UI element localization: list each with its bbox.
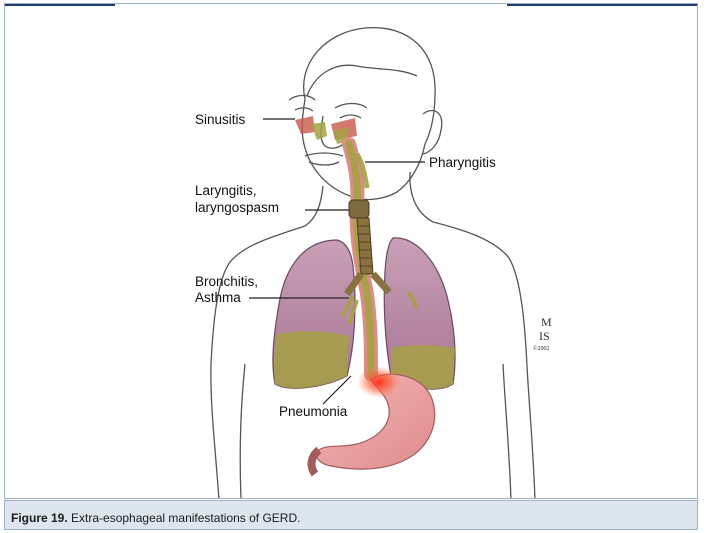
label-pharyngitis: Pharyngitis <box>429 155 496 171</box>
svg-text:©2002: ©2002 <box>533 345 550 352</box>
caption-text: Extra-esophageal manifestations of GERD. <box>68 511 301 525</box>
svg-text:M: M <box>541 315 552 329</box>
label-sinusitis: Sinusitis <box>195 112 245 128</box>
label-pneumonia: Pneumonia <box>279 404 347 420</box>
label-bronchitis: Bronchitis, <box>195 274 258 290</box>
body-outline <box>211 28 535 499</box>
label-asthma: Asthma <box>195 290 241 306</box>
label-laryngospasm: laryngospasm <box>195 200 279 216</box>
reflux-inflammation <box>357 366 401 398</box>
artist-signature: M IS ©2002 <box>533 315 552 352</box>
figure-frame: M IS ©2002 Sinusitis Pharyngitis Laryngi… <box>4 3 698 499</box>
caption-label: Figure 19. <box>11 511 68 525</box>
label-laryngitis: Laryngitis, <box>195 183 257 199</box>
svg-text:IS: IS <box>539 329 550 343</box>
gerd-anatomy-illustration: M IS ©2002 <box>5 4 698 499</box>
figure-caption: Figure 19. Extra-esophageal manifestatio… <box>4 500 698 530</box>
